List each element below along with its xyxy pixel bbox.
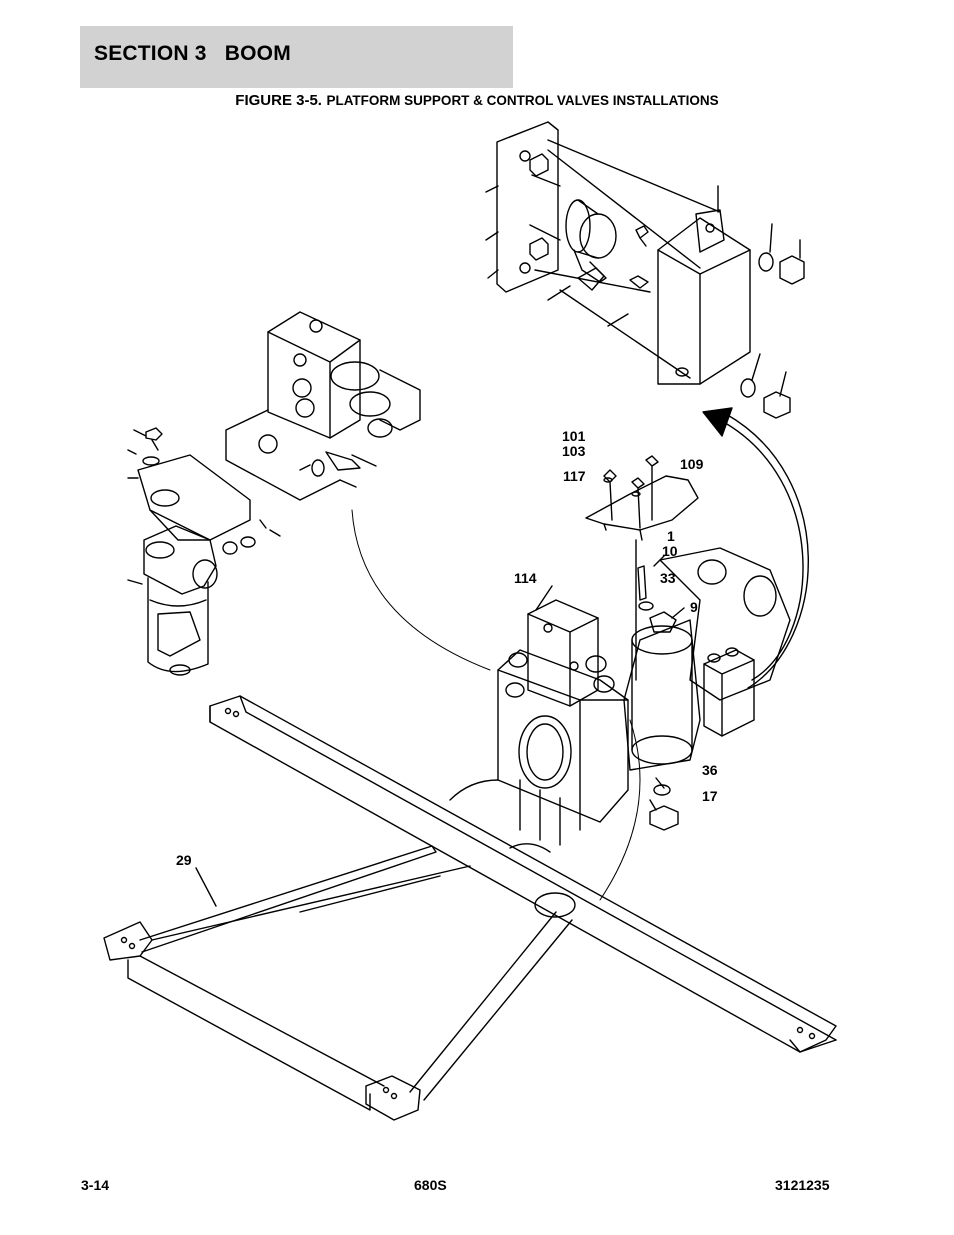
callout-29: 29 [176, 852, 192, 868]
filter-assembly [127, 427, 281, 676]
platform-support [449, 539, 791, 846]
a-frame [103, 843, 576, 1121]
document-number: 3121235 [775, 1177, 830, 1193]
figure-caption-text: PLATFORM SUPPORT & CONTROL VALVES INSTAL… [326, 93, 719, 108]
section-title: SECTION 3 BOOM [94, 42, 291, 65]
callout-33: 33 [660, 570, 676, 586]
callout-17: 17 [702, 788, 718, 804]
control-valve-assembly [225, 311, 421, 501]
pivot-arc-right [599, 719, 641, 901]
callout-114: 114 [514, 570, 537, 586]
figure-caption-lead: FIGURE 3-5. [235, 92, 322, 109]
callout-117: 117 [563, 468, 586, 484]
section-header-bar: SECTION 3 BOOM [80, 26, 513, 88]
crossbar [209, 695, 837, 1053]
callout-9: 9 [690, 599, 698, 615]
mount-pad [585, 455, 699, 541]
callout-36: 36 [702, 762, 718, 778]
callout-101: 101 [562, 428, 586, 444]
callout-1: 1 [667, 528, 675, 544]
pivot-arc [351, 509, 491, 671]
page-number: 3-14 [81, 1177, 110, 1193]
figure-caption: FIGURE 3-5. PLATFORM SUPPORT & CONTROL V… [0, 92, 954, 110]
model-name: 680S [414, 1177, 447, 1193]
leader-lines-base [535, 555, 685, 811]
callout-103: 103 [562, 443, 586, 459]
callout-10: 10 [662, 543, 678, 559]
bracket-plate-assembly [485, 121, 805, 419]
leader-29 [195, 867, 217, 907]
callout-109: 109 [680, 456, 704, 472]
